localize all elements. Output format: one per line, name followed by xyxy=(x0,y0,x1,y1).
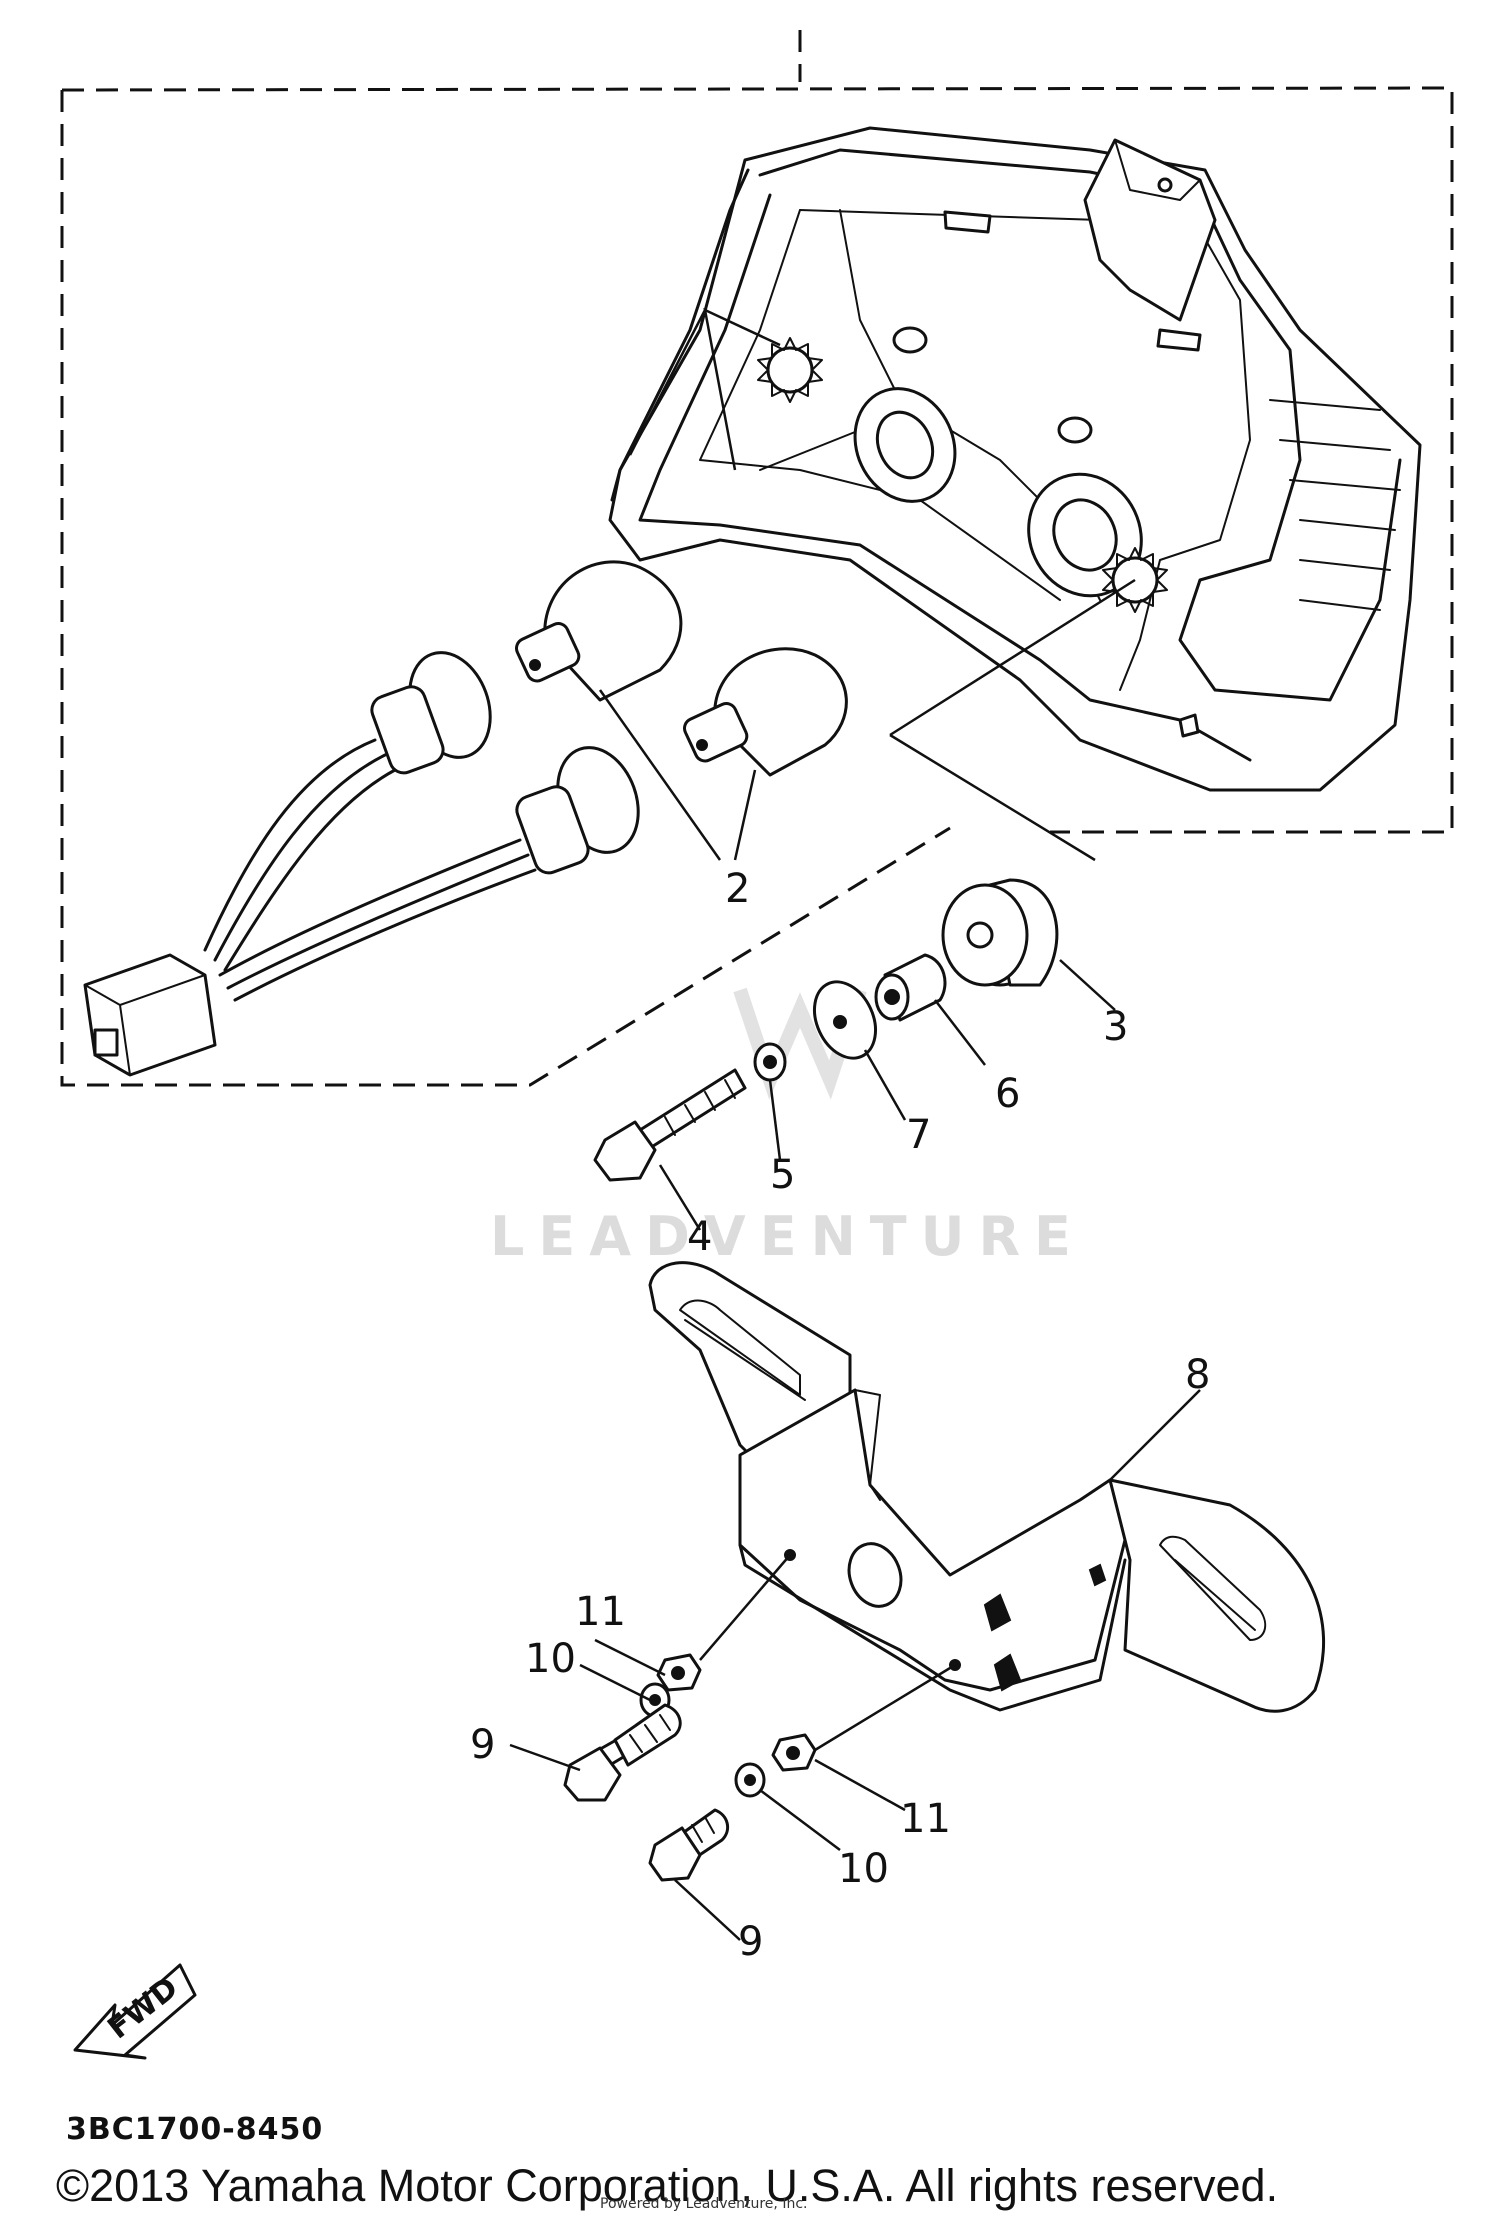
callout-2: 2 xyxy=(725,866,750,912)
nut-part-11-upper xyxy=(656,1653,702,1692)
bolt-part-4 xyxy=(593,1068,747,1182)
callout-10-upper: 10 xyxy=(525,1636,576,1682)
collar-part-6 xyxy=(874,953,947,1022)
bulb-lower xyxy=(683,647,848,777)
screw-part-9-lower xyxy=(648,1808,730,1882)
copyright-notice: ©2013 Yamaha Motor Corporation, U.S.A. A… xyxy=(56,2160,1279,2211)
callout-4: 4 xyxy=(687,1214,712,1260)
wire-harness xyxy=(83,651,640,1077)
callout-3: 3 xyxy=(1103,1004,1128,1050)
bracket-part-8 xyxy=(648,1261,1326,1713)
watermark-text: LEADVENTURE xyxy=(490,1205,1085,1268)
callout-6: 6 xyxy=(995,1071,1020,1117)
washer-part-5 xyxy=(753,1042,787,1082)
callout-8: 8 xyxy=(1185,1352,1210,1398)
damper-part-3 xyxy=(941,878,1059,987)
nut-part-11-lower xyxy=(771,1733,817,1772)
bulb-upper xyxy=(515,560,683,702)
washer-part-7 xyxy=(813,980,877,1060)
watermark: LEADVENTURE xyxy=(490,987,1085,1268)
callout-11-upper: 11 xyxy=(575,1589,626,1635)
fwd-arrow: FWD xyxy=(73,1963,197,2060)
diagram-code: 3BC1700-8450 xyxy=(66,2112,324,2147)
screw-part-9-upper xyxy=(563,1703,682,1802)
callout-9-upper: 9 xyxy=(470,1722,495,1768)
callout-9-lower: 9 xyxy=(738,1919,763,1965)
tail-light-housing xyxy=(608,126,1422,792)
callout-7: 7 xyxy=(906,1112,931,1158)
callout-5: 5 xyxy=(770,1152,795,1198)
leader-lines xyxy=(509,307,1201,1941)
callouts: 2 3 4 5 6 7 8 9 9 10 10 11 11 xyxy=(470,866,1210,1965)
powered-by-note: Powered by Leadventure, Inc. xyxy=(600,2196,808,2212)
lock-washer-part-10-lower xyxy=(734,1762,766,1798)
callout-10-lower: 10 xyxy=(838,1846,889,1892)
callout-11-lower: 11 xyxy=(900,1796,951,1842)
assembly-boundary xyxy=(60,30,1454,1087)
